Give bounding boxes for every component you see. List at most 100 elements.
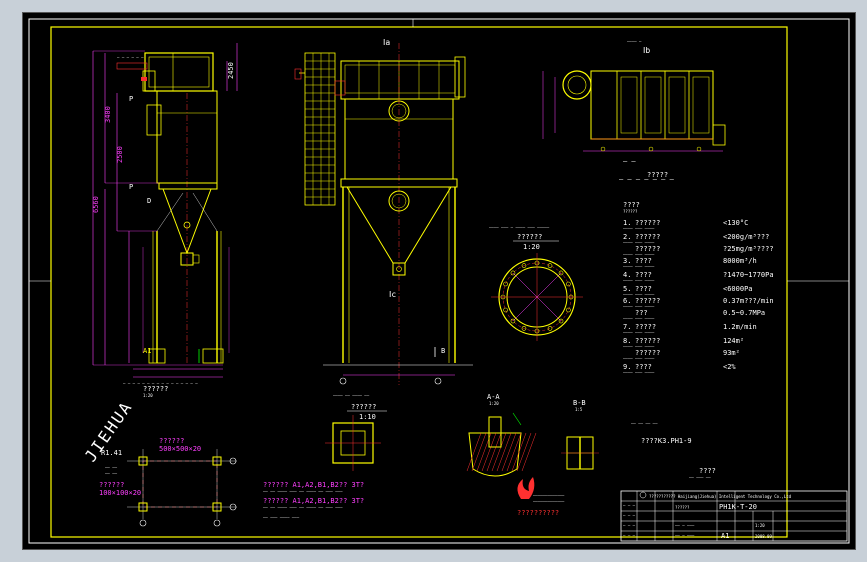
spec-sub: ———— ——— ———— — [623, 252, 655, 257]
spec-sub: ———— ——— ———— — [623, 240, 655, 245]
spec-num: 2. — [623, 233, 631, 241]
section-aa-view: A-A 1:20 — [466, 393, 537, 477]
spec-sub: ———— ——— ———— — [623, 264, 655, 269]
date-value: 2008.09 — [755, 534, 772, 539]
svg-text:R1.41: R1.41 — [101, 449, 122, 457]
spec-label: ?????? — [635, 337, 660, 345]
model-number: ????K3.PH1-9 — [641, 437, 692, 445]
spec-num: 1. — [623, 219, 631, 227]
svg-text:—— ——— ——: —— ——— —— — [689, 475, 711, 480]
spec-num: 7. — [623, 323, 631, 331]
spec-label: ???? — [635, 363, 652, 371]
section-b-marker: B — [441, 347, 445, 355]
top-plan-view: Ⅰb ———— — — [542, 39, 726, 152]
weld-note-2: ?????? A1,A2,B1,B2?? 3T? — [263, 497, 364, 505]
svg-text:— — — — — — — — — — — — — — —: — — — — — — — — — — — — — — — — — [123, 381, 198, 386]
ring-scale-bottom: 1:20 — [523, 243, 540, 251]
svg-text:———— —— ———— ——: ———— —— ———— —— — [333, 393, 370, 398]
dim-2450: 2450 — [227, 62, 235, 79]
spec-sub: ———— ——— ———— — [623, 304, 655, 309]
designer: ?????? — [675, 505, 690, 510]
drawing-number: PH1K-T-20 — [719, 503, 757, 511]
spec-num: 5. — [623, 285, 631, 293]
side-elevation-view: Ⅰa Ⅰc B — [294, 38, 473, 385]
svg-text:— — — — — —: — — — — — — — [117, 55, 144, 60]
view-a-label: Ⅰa — [383, 38, 390, 47]
svg-text:—————————————: ————————————— — [533, 493, 565, 498]
section-aa-scale: 1:20 — [489, 401, 499, 406]
foundation-dim2-value: 100×100×20 — [99, 489, 141, 497]
svg-text:—— —— ———— ——— —— ———— —— ———: —— —— ———— ——— —— ———— —— ——— ——— — [263, 505, 343, 510]
flange-ring-view: ?????? 1:20 ———— ——— — ———— ——— ————— — [489, 225, 583, 341]
spec-sub: ———— ——— ———— — [623, 292, 655, 297]
spec-value: <2% — [723, 363, 736, 371]
view-a-scale: 1:20 — [143, 393, 153, 398]
spec-label: ?????? — [635, 245, 660, 253]
svg-text:— — —: — — — — [623, 503, 636, 508]
spec-value: 124m² — [723, 337, 744, 345]
spec-num: 4. — [623, 271, 631, 279]
spec-num: 6. — [623, 297, 631, 305]
svg-text:—— —— ———— ——— —— ———— —— ———: —— —— ———— ——— —— ———— —— ——— ——— — [263, 489, 343, 494]
spec-label: ?????? — [635, 349, 660, 357]
spec-title-1: ????? — [647, 171, 668, 179]
svg-text:— — —: — — — — [623, 513, 636, 518]
dim-middle-height: 2500 — [116, 146, 124, 163]
spec-value: 93m² — [723, 349, 740, 357]
label-d: D — [147, 197, 151, 205]
spec-label: ???? — [635, 285, 652, 293]
dim-overall-height: 6560 — [92, 196, 100, 213]
foundation-plan: ?????? 500×500×20 ?????? 100×100×20 —— —… — [99, 437, 237, 527]
spec-value: 1.2m/min — [723, 323, 757, 331]
detail-scale-bottom: 1:10 — [359, 413, 376, 421]
spec-num: 3. — [623, 257, 631, 265]
foundation-dim1-value: 500×500×20 — [159, 445, 201, 453]
spec-title-2: ???? — [699, 467, 716, 475]
spec-value: ?1470~1770Pa — [723, 271, 774, 279]
sheet-size: A1 — [721, 532, 729, 540]
spec-value: 8000m³/h — [723, 257, 757, 265]
spec-value: 0.37m???/min — [723, 297, 774, 305]
svg-text:———— ——— — ———— ——— —————: ———— ——— — ———— ——— ————— — [489, 225, 550, 230]
foundation-dim2: ?????? — [99, 481, 124, 489]
section-bb-title: B-B — [573, 399, 586, 407]
spec-label: ???? — [635, 271, 652, 279]
view-c-label: Ⅰc — [389, 290, 396, 299]
spec-label: ?????? — [635, 297, 660, 305]
spec-label: ????? — [635, 323, 656, 331]
cad-drawing: 6560 3400 2500 2450 P P D — — — — — — A1… — [28, 18, 850, 544]
technical-specs: — — — — — — — ????? ???? ?????? 1.??????… — [619, 171, 774, 480]
spec-sub: ———— ——— ———— — [623, 226, 655, 231]
svg-text:—— — ———: —— — ——— — [675, 523, 695, 528]
ring-scale-top: ?????? — [517, 233, 542, 241]
inner-border — [50, 26, 788, 538]
spec-num: 9. — [623, 363, 631, 371]
spec-value: <130°C — [723, 219, 748, 227]
drawing-canvas[interactable]: 6560 3400 2500 2450 P P D — — — — — — A1… — [22, 12, 856, 550]
specs-subheading: ?????? — [623, 209, 638, 214]
spec-value: ?25mg/m³???? — [723, 245, 774, 253]
weld-note-1: ?????? A1,A2,B1,B2?? 3T? — [263, 481, 364, 489]
foundation-title: ?????? — [159, 437, 184, 445]
logo-text: ?????????? — [517, 509, 559, 517]
svg-text:—— — ———: —— — ——— — [675, 533, 695, 538]
svg-text:—— ——: —— —— — [105, 471, 118, 476]
spec-value: <200g/m³??? — [723, 233, 769, 241]
svg-text:—— ——— ———— ———: —— ——— ———— ——— — [263, 515, 300, 520]
spec-value: <6000Pa — [723, 285, 753, 293]
spec-label: ?????? — [635, 233, 660, 241]
spec-value: 0.5~0.7MPa — [723, 309, 765, 317]
view-a-title: ?????? — [143, 385, 168, 393]
spec-sub: ———— ——— ———— — [623, 330, 655, 335]
specs-heading: ???? — [623, 201, 640, 209]
section-aa-title: A-A — [487, 393, 500, 401]
spec-sub: ———— ——— ———— — [623, 278, 655, 283]
svg-text:— — —: — — — — [623, 523, 636, 528]
spec-label: ??? — [635, 309, 648, 317]
dim-upper-height: 3400 — [104, 106, 112, 123]
view-b-label: Ⅰb — [643, 46, 650, 55]
title-block[interactable]: ??????????? Haijiang(Jiehua) Intelligent… — [620, 490, 848, 542]
label-p2: P — [129, 183, 133, 191]
scale-value: 1:20 — [755, 523, 765, 528]
